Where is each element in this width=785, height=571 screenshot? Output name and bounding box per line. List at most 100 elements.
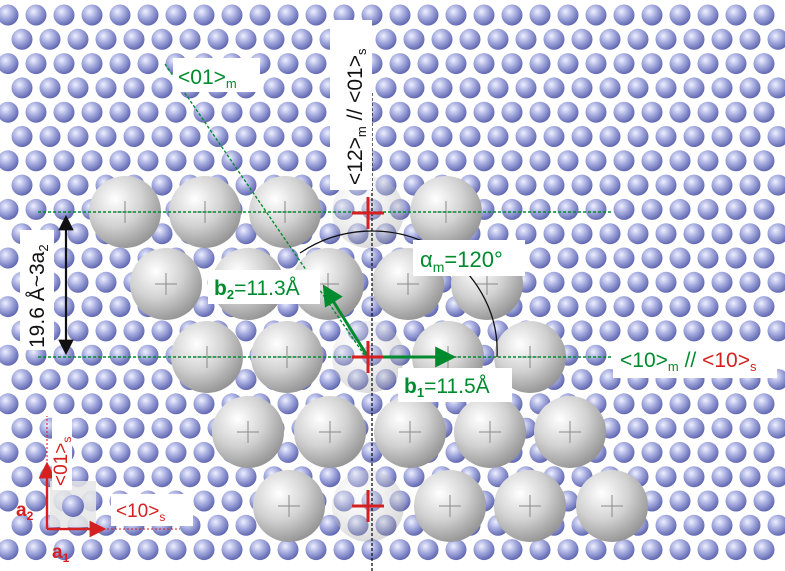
label-inset-01-s: <01>s xyxy=(51,437,74,486)
substrate-atom xyxy=(669,296,691,318)
substrate-atom xyxy=(725,247,747,269)
substrate-atom xyxy=(109,53,131,75)
substrate-atom xyxy=(417,539,439,561)
substrate-atom xyxy=(95,466,117,488)
substrate-atom xyxy=(109,247,131,269)
substrate-atom xyxy=(207,466,229,488)
substrate-atom xyxy=(767,126,785,147)
substrate-atom xyxy=(25,441,47,463)
substrate-atom xyxy=(25,53,47,75)
label-inset-10-subscript: s xyxy=(159,510,165,524)
substrate-atom xyxy=(25,490,47,512)
substrate-atom xyxy=(81,101,103,123)
substrate-atom xyxy=(529,296,551,318)
substrate-atom xyxy=(277,150,299,172)
substrate-atom xyxy=(417,150,439,172)
substrate-atom xyxy=(11,126,33,147)
substrate-atom xyxy=(767,514,785,536)
substrate-atom xyxy=(445,150,467,172)
label-alpha-m: αm=120° xyxy=(420,247,503,275)
substrate-atom xyxy=(543,174,565,196)
substrate-atom xyxy=(683,126,705,147)
substrate-atom xyxy=(39,174,61,196)
substrate-atom xyxy=(123,466,145,488)
substrate-atom xyxy=(711,126,733,147)
substrate-atom xyxy=(543,271,565,293)
substrate-atom xyxy=(683,174,705,196)
substrate-atom xyxy=(543,77,565,99)
substrate-atom xyxy=(487,174,509,196)
substrate-atom xyxy=(627,271,649,293)
substrate-atom xyxy=(571,223,593,245)
substrate-atom xyxy=(445,101,467,123)
substrate-atom xyxy=(319,466,341,488)
substrate-atom xyxy=(431,126,453,147)
substrate-atom xyxy=(767,28,785,50)
substrate-atom xyxy=(543,126,565,147)
substrate-atom xyxy=(53,101,75,123)
substrate-atom xyxy=(571,174,593,196)
label-inset-10-main: <10> xyxy=(116,501,159,522)
substrate-atom xyxy=(515,174,537,196)
substrate-atom xyxy=(711,77,733,99)
substrate-atom xyxy=(67,126,89,147)
substrate-atom xyxy=(193,393,215,415)
substrate-atom xyxy=(11,77,33,99)
substrate-atom xyxy=(109,101,131,123)
substrate-atom xyxy=(361,441,383,463)
substrate-atom xyxy=(627,320,649,342)
substrate-atom xyxy=(375,126,397,147)
molecule xyxy=(253,470,325,542)
substrate-atom xyxy=(25,198,47,220)
substrate-atom xyxy=(739,514,761,536)
substrate-atom xyxy=(445,539,467,561)
substrate-atom xyxy=(543,28,565,50)
substrate-atom xyxy=(669,247,691,269)
substrate-atom xyxy=(25,4,47,26)
substrate-atom xyxy=(53,53,75,75)
substrate-atom xyxy=(137,150,159,172)
label-inset-10-s: <10>s xyxy=(116,501,165,524)
substrate-atom xyxy=(95,369,117,390)
substrate-atom xyxy=(585,53,607,75)
substrate-atom xyxy=(767,417,785,439)
substrate-atom xyxy=(67,174,89,196)
substrate-atom xyxy=(697,393,719,415)
substrate-atom xyxy=(697,4,719,26)
substrate-atom xyxy=(193,150,215,172)
substrate-atom xyxy=(109,4,131,26)
substrate-atom xyxy=(95,77,117,99)
substrate-atom xyxy=(557,247,579,269)
substrate-atom xyxy=(417,101,439,123)
substrate-atom xyxy=(235,28,257,50)
substrate-atom xyxy=(655,514,677,536)
substrate-atom xyxy=(249,150,271,172)
substrate-atom xyxy=(627,417,649,439)
substrate-atom xyxy=(0,150,19,172)
substrate-atom xyxy=(165,4,187,26)
label-12-m-01-s: <12>m // <01>s xyxy=(344,48,369,185)
substrate-atom xyxy=(25,101,47,123)
substrate-atom xyxy=(655,77,677,99)
substrate-atom xyxy=(585,344,607,366)
label-plate xyxy=(52,414,72,490)
substrate-atom xyxy=(753,441,775,463)
substrate-atom xyxy=(193,101,215,123)
substrate-atom xyxy=(739,223,761,245)
substrate-atom xyxy=(753,490,775,512)
substrate-atom xyxy=(165,441,187,463)
substrate-atom xyxy=(585,296,607,318)
substrate-atom xyxy=(473,150,495,172)
label-b2-symbol: b xyxy=(214,277,227,300)
substrate-atom xyxy=(655,417,677,439)
substrate-atom xyxy=(277,247,299,269)
substrate-atom xyxy=(67,28,89,50)
substrate-atom xyxy=(641,101,663,123)
substrate-atom xyxy=(627,28,649,50)
substrate-atom xyxy=(557,296,579,318)
substrate-atom xyxy=(67,271,89,293)
substrate-atom xyxy=(739,271,761,293)
01-direction-line xyxy=(164,63,366,357)
substrate-atom xyxy=(305,150,327,172)
